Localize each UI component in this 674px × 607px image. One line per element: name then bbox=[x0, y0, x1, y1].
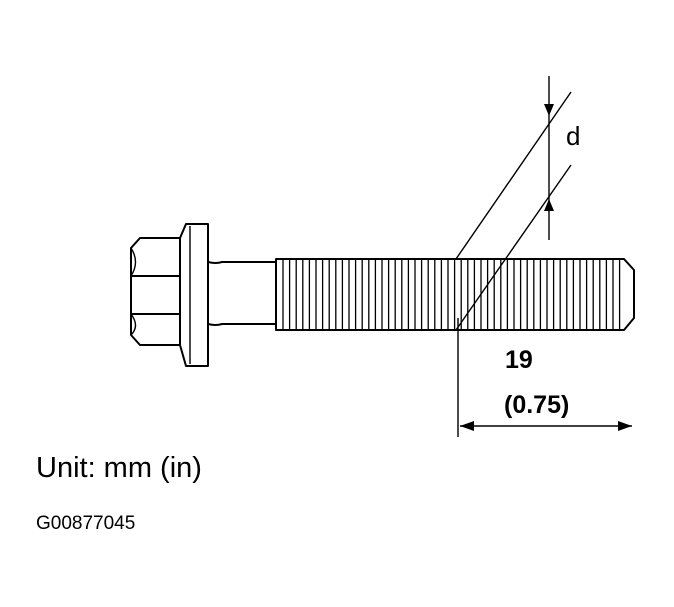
length-in-label: (0.75) bbox=[504, 391, 569, 419]
figure-id: G00877045 bbox=[36, 513, 136, 534]
bolt-shank bbox=[207, 261, 277, 326]
unit-note: Unit: mm (in) bbox=[36, 452, 202, 484]
length-dimension: 19 (0.75) bbox=[457, 318, 632, 437]
bolt-head bbox=[130, 223, 209, 367]
arrowhead-up-icon bbox=[544, 199, 554, 211]
thread-pitch-diagonals bbox=[455, 91, 572, 331]
diameter-dimension: d bbox=[544, 76, 580, 240]
length-mm-label: 19 bbox=[505, 346, 533, 374]
arrowhead-left-icon bbox=[460, 421, 474, 431]
diameter-label: d bbox=[566, 121, 580, 151]
bolt-thread bbox=[275, 258, 635, 331]
arrowhead-down-icon bbox=[544, 104, 554, 116]
arrowhead-right-icon bbox=[618, 421, 632, 431]
